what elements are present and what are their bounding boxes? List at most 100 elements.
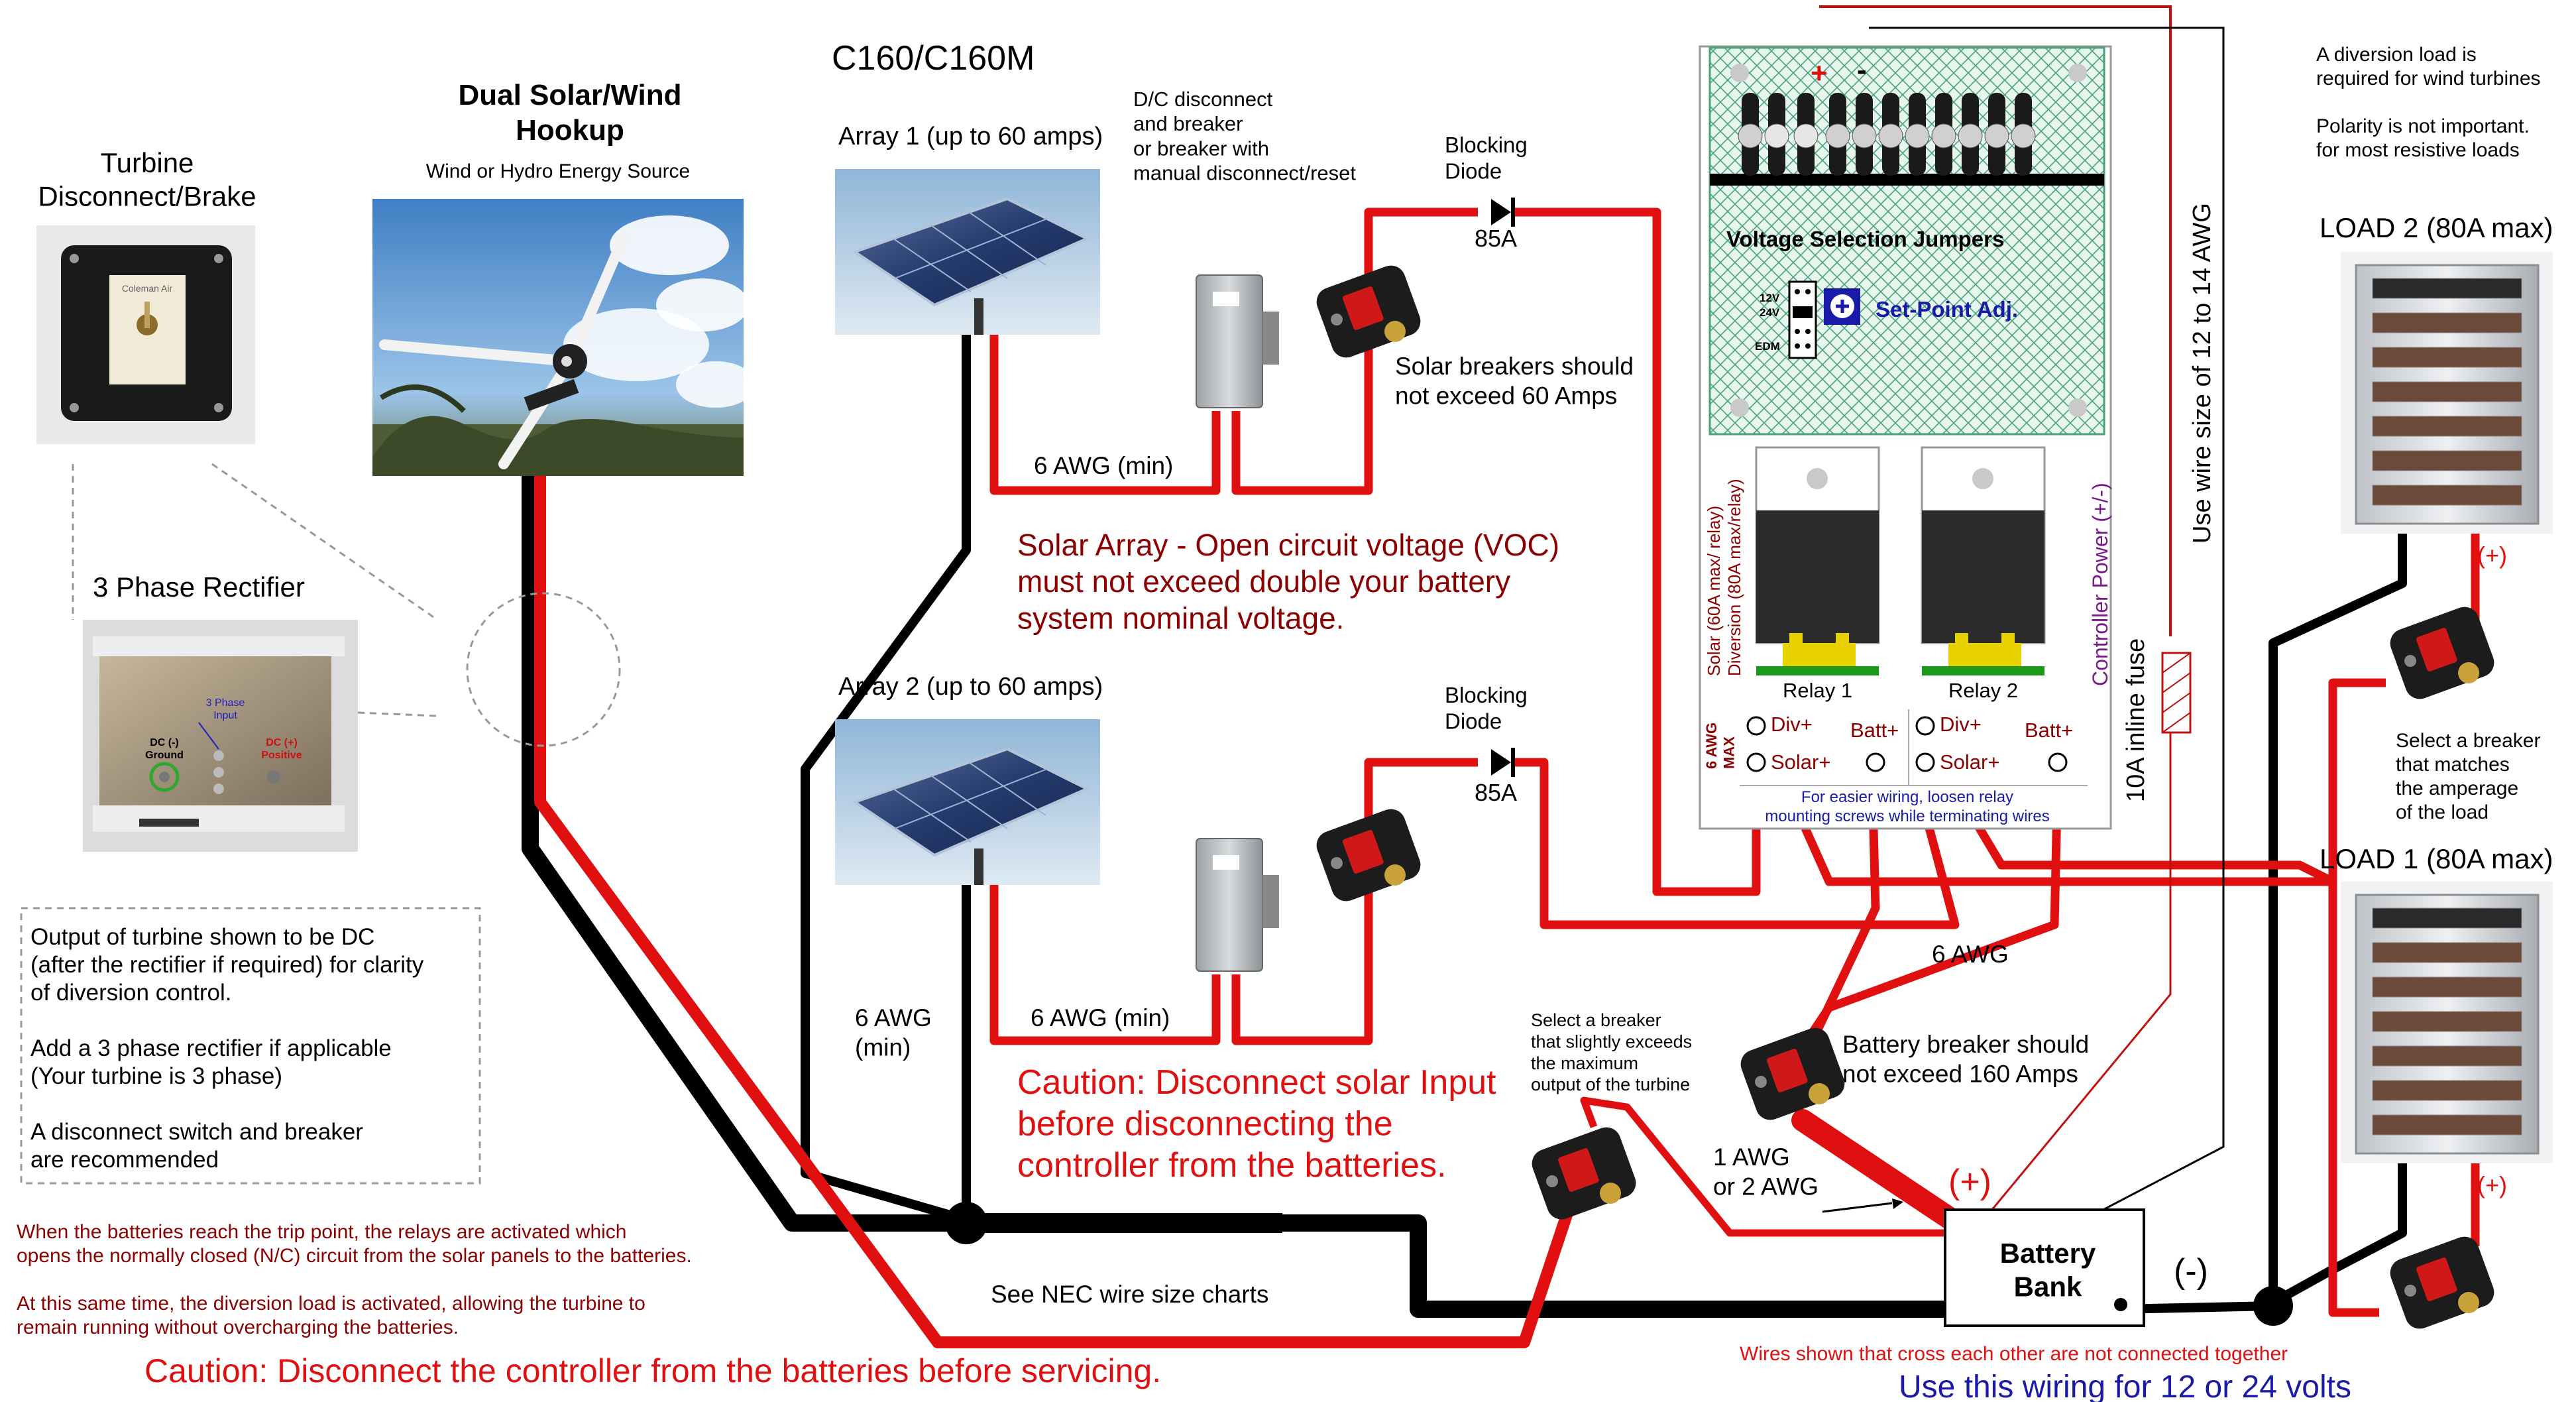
battery-6awg: 6 AWG bbox=[1932, 941, 2009, 968]
load-slat bbox=[2372, 450, 2522, 471]
diode-rating-2: 85A bbox=[1475, 779, 1517, 806]
batt-plus-2: Batt+ bbox=[2025, 719, 2073, 742]
use-wiring-note: Use this wiring for 12 or 24 volts bbox=[1899, 1370, 2351, 1402]
array1-positive-wire bbox=[989, 331, 1221, 495]
voc-warning: Solar Array - Open circuit voltage (VOC)… bbox=[1017, 528, 1559, 635]
relay2-label: Relay 2 bbox=[1948, 679, 2018, 702]
circuit-breaker bbox=[2390, 607, 2494, 699]
controller-board: + - Voltage Selection Jumpers 12V 24V ED… bbox=[1699, 45, 2112, 830]
disconnect-brand: Coleman Air bbox=[122, 283, 173, 294]
terminal-screw bbox=[1984, 123, 2009, 148]
circuit-breaker bbox=[1316, 809, 1421, 902]
turbine-breaker-to-battery-wire bbox=[1580, 1096, 1982, 1237]
controller-power-label: Controller Power (+/-) bbox=[2088, 483, 2112, 686]
controller-power-wire bbox=[1819, 5, 2172, 636]
jumper-12v: 12V bbox=[1760, 292, 1780, 304]
wind-turbine-photo bbox=[372, 199, 756, 476]
load-slat bbox=[2372, 942, 2522, 963]
turbine-disconnect-photo: Coleman Air bbox=[36, 225, 255, 444]
batt-plus-1: Batt+ bbox=[1850, 719, 1899, 742]
load-slat bbox=[2372, 278, 2522, 299]
caution-controller: Caution: Disconnect the controller from … bbox=[144, 1352, 1161, 1389]
terminal-screw bbox=[1764, 123, 1789, 148]
load-slat bbox=[2372, 1011, 2522, 1032]
load1-box bbox=[2341, 882, 2553, 1163]
awg-max-label: 6 AWGMAX bbox=[1703, 723, 1737, 769]
solar-panel-1 bbox=[835, 169, 1100, 335]
solar-plus-2: Solar+ bbox=[1940, 750, 1999, 774]
load2-box bbox=[2341, 252, 2553, 534]
load-slat bbox=[2372, 381, 2522, 402]
terminal-block bbox=[1738, 93, 2036, 176]
energy-source-subheading: Wind or Hydro Energy Source bbox=[426, 160, 691, 182]
terminal-screw bbox=[2011, 123, 2036, 148]
load-slat bbox=[2372, 1080, 2522, 1101]
inline-fuse bbox=[2161, 652, 2192, 734]
battery-bank bbox=[1944, 1208, 2145, 1327]
div-plus-1: Div+ bbox=[1771, 713, 1813, 736]
dc-disconnect-2 bbox=[1196, 838, 1279, 972]
battery-plus: (+) bbox=[1948, 1163, 1991, 1201]
inline-fuse-label: 10A inline fuse bbox=[2122, 638, 2150, 802]
load-slat bbox=[2372, 976, 2522, 998]
load-slat bbox=[2372, 347, 2522, 368]
rectifier-label: 3 Phase Rectifier bbox=[93, 571, 305, 603]
circuit-breaker bbox=[2390, 1236, 2494, 1329]
div2-to-load1-wire bbox=[1915, 723, 2379, 1317]
diode-2 bbox=[1491, 748, 1515, 777]
terminal-screw bbox=[1931, 123, 1956, 148]
solar-plus-1: Solar+ bbox=[1771, 750, 1830, 774]
controller-minus: - bbox=[1857, 54, 1867, 86]
dc-disconnect-1 bbox=[1196, 274, 1279, 408]
wire-label-array1: 6 AWG (min) bbox=[1034, 452, 1173, 479]
solar-panel-2 bbox=[835, 719, 1100, 885]
div-plus-2: Div+ bbox=[1940, 713, 1982, 736]
load-negative-wire bbox=[2268, 524, 2407, 1303]
controller-title: C160/C160M bbox=[832, 39, 1035, 78]
zoom-circle bbox=[466, 592, 621, 747]
array1-negative-wire bbox=[801, 331, 971, 1224]
voltage-jumpers-label: Voltage Selection Jumpers bbox=[1726, 227, 2004, 251]
relay-rating-label: Solar (60A max/ relay)Diversion (80A max… bbox=[1704, 479, 1744, 676]
load-slat bbox=[2372, 1114, 2522, 1136]
circuit-breaker bbox=[1316, 265, 1421, 358]
trip-note: When the batteries reach the trip point,… bbox=[17, 1221, 692, 1338]
breakers bbox=[1316, 265, 2494, 1329]
terminal-screw bbox=[1852, 123, 1877, 148]
wires-cross-note: Wires shown that cross each other are no… bbox=[1740, 1343, 2288, 1365]
array2-label: Array 2 (up to 60 amps) bbox=[838, 673, 1103, 701]
terminal-screw bbox=[1958, 123, 1983, 148]
load2-plus: (+) bbox=[2477, 542, 2507, 569]
circuit-breaker bbox=[1532, 1127, 1636, 1220]
terminal-screw bbox=[1825, 123, 1850, 148]
wire-size-note: Use wire size of 12 to 14 AWG bbox=[2188, 203, 2216, 544]
load-slat bbox=[2372, 907, 2522, 929]
rectifier-positive-label: DC (+)Positive bbox=[261, 737, 302, 761]
diode-rating-1: 85A bbox=[1475, 225, 1517, 252]
turbine-positive-wire bbox=[534, 371, 1587, 1348]
setpoint-label: Set-Point Adj. bbox=[1876, 297, 2018, 321]
turbine-note-text: Output of turbine shown to be DC(after t… bbox=[30, 924, 424, 1173]
wire-label-negative: 6 AWG(min) bbox=[855, 1004, 932, 1061]
rectifier-ground-label: DC (-)Ground bbox=[145, 737, 184, 761]
load2-label: LOAD 2 (80A max) bbox=[2320, 212, 2553, 243]
wire-label-array2: 6 AWG (min) bbox=[1031, 1004, 1170, 1031]
turbine-note-box bbox=[20, 907, 481, 1185]
terminal-screw bbox=[1878, 123, 1903, 148]
